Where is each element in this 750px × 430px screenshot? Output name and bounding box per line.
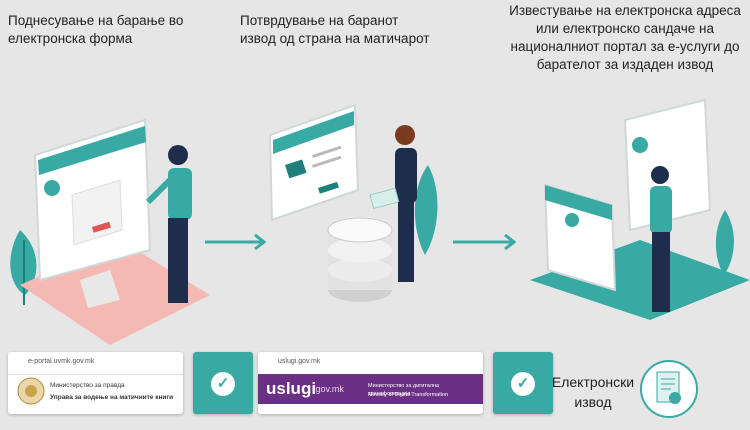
monitor-icon — [33, 118, 152, 308]
org-line-2: Управа за водење на матичните книги — [50, 394, 174, 401]
step-1-confirmation: ✓ — [193, 352, 253, 414]
portal-url: e-portal.uvmk.gov.mk — [8, 352, 183, 375]
check-icon: ✓ — [211, 372, 235, 396]
step-1-caption: Поднесување на барање во електронска фор… — [8, 13, 184, 46]
document-icon — [656, 371, 681, 404]
uslugi-banner: uslugi .gov.mk Министерство за дигитална… — [258, 374, 483, 404]
process-illustration — [10, 98, 750, 345]
step-2-caption: Потврдување на баранот извод од страна н… — [240, 13, 430, 46]
step-2-confirmation: ✓ — [493, 352, 553, 414]
electronic-extract-label: Електронски извод — [551, 374, 635, 410]
uslugi-logo: uslugi — [266, 379, 317, 398]
man-figure — [145, 145, 192, 303]
step-1-illustration — [10, 118, 210, 345]
man-figure — [650, 166, 672, 312]
step-3-caption: Известување на електронска адреса или ел… — [509, 3, 741, 72]
step-2-illustration — [268, 103, 438, 302]
mail-panel — [623, 98, 712, 232]
woman-figure — [369, 125, 417, 282]
plant-icon — [414, 165, 438, 255]
portal-card-uslugi[interactable]: uslugi.gov.mk uslugi .gov.mk Министерств… — [258, 352, 483, 414]
step-3-illustration — [530, 98, 750, 320]
org-line-1: Министерство за правда — [50, 382, 125, 389]
coat-of-arms-icon — [17, 377, 45, 405]
check-icon: ✓ — [511, 372, 535, 396]
database-icon — [327, 217, 393, 302]
plant-icon — [715, 210, 734, 275]
certificate-badge — [640, 360, 698, 418]
portal-card-uvmk[interactable]: e-portal.uvmk.gov.mk Министерство за пра… — [8, 352, 183, 414]
portal-url: uslugi.gov.mk — [258, 352, 483, 375]
